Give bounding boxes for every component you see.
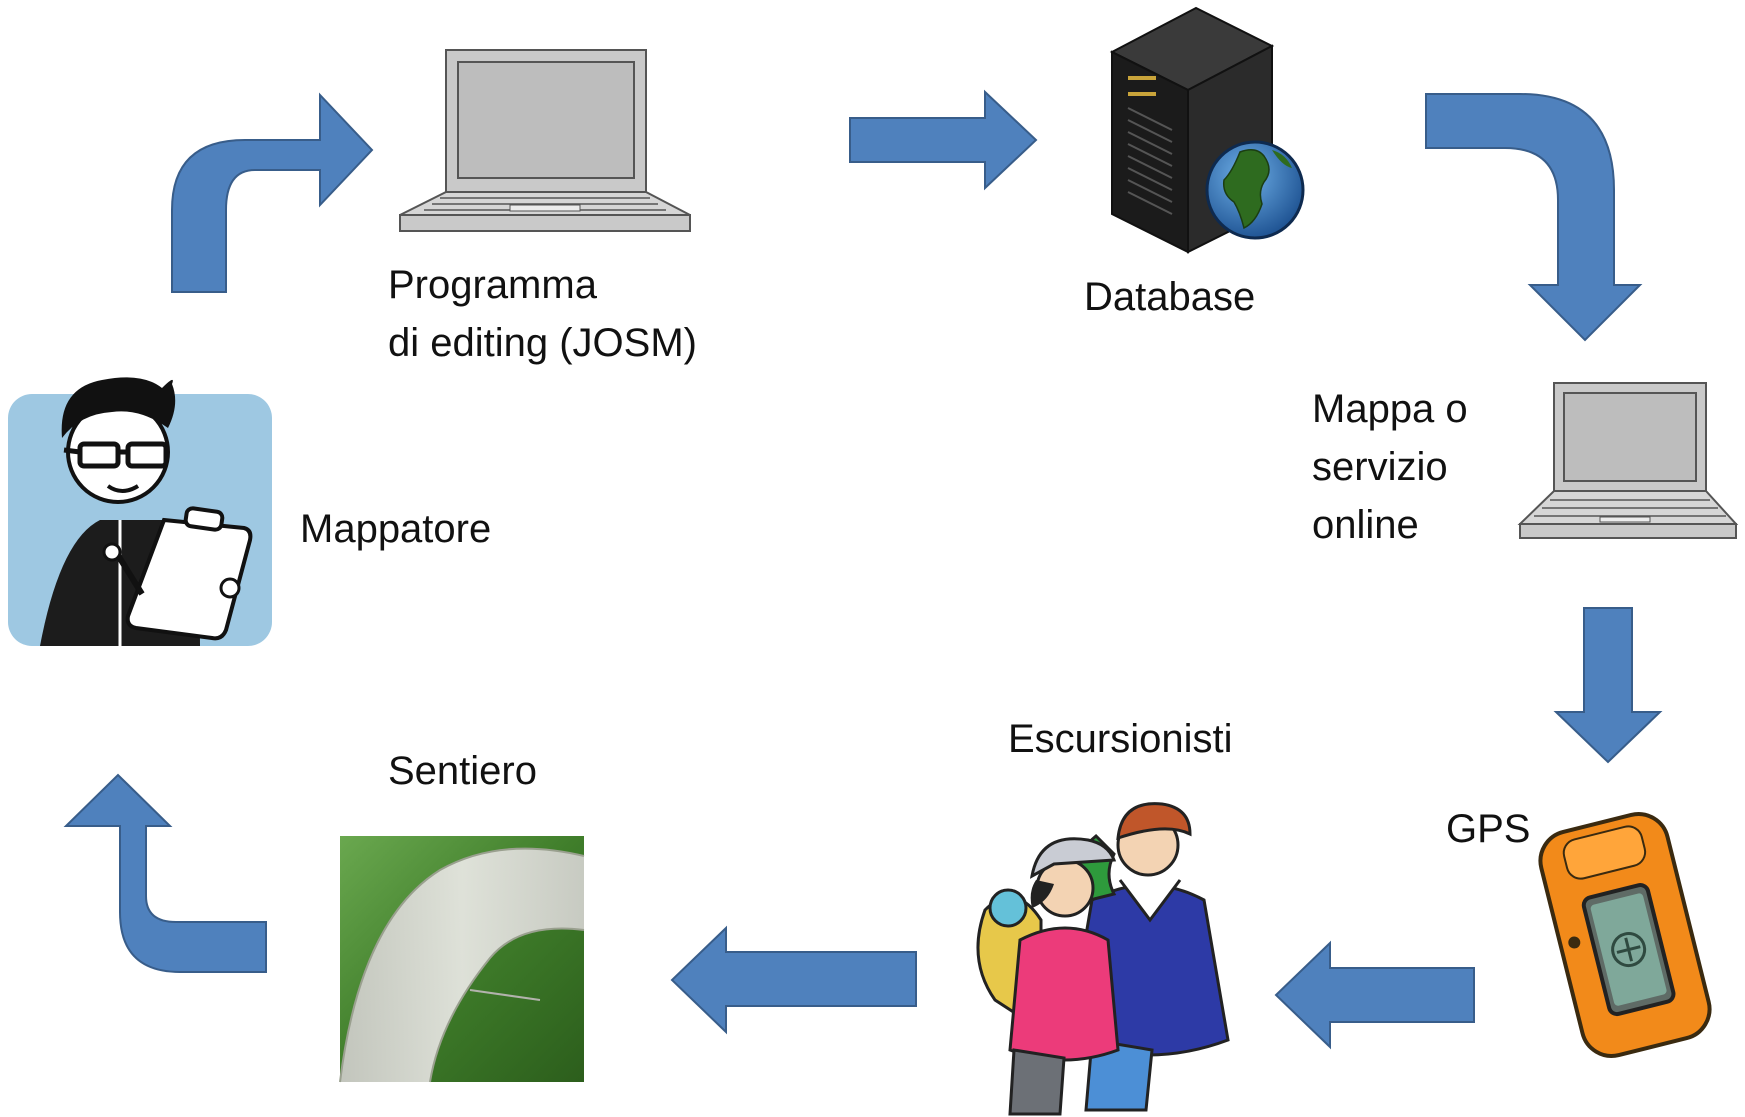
online-label: Mappa o servizio online <box>1312 380 1468 554</box>
editor-label: Programma di editing (JOSM) <box>388 256 697 372</box>
mapper-label-text: Mappatore <box>300 507 492 551</box>
arrow-online-to-gps <box>1553 607 1663 764</box>
online-label-line-2: servizio <box>1312 445 1448 489</box>
editor-label-line-2: di editing (JOSM) <box>388 321 697 365</box>
gps-label-text: GPS <box>1446 807 1531 851</box>
online-label-line-1: Mappa o <box>1312 387 1468 431</box>
server-globe-icon <box>1109 6 1305 254</box>
database-label: Database <box>1084 268 1255 326</box>
hikers-label: Escursionisti <box>1008 710 1233 768</box>
mapper-clipboard-icon <box>8 377 272 646</box>
arrow-hikers-to-trail <box>670 925 917 1035</box>
editor-label-line-1: Programma <box>388 263 597 307</box>
arrow-gps-to-hikers <box>1274 940 1475 1050</box>
online-label-line-3: online <box>1312 503 1419 547</box>
gps-device-icon <box>1538 812 1712 1058</box>
arrow-mapper-to-editor <box>171 92 374 293</box>
mapper-label: Mappatore <box>300 500 491 558</box>
hikers-label-text: Escursionisti <box>1008 717 1233 761</box>
gps-label: GPS <box>1446 800 1530 858</box>
hikers-icon <box>976 802 1230 1116</box>
editor-laptop-icon <box>399 49 691 232</box>
trail-label-text: Sentiero <box>388 749 537 793</box>
flow-arrows <box>63 89 1663 1050</box>
trail-photo <box>339 836 585 1083</box>
arrow-editor-to-database <box>849 89 1038 191</box>
database-label-text: Database <box>1084 275 1256 319</box>
arrow-trail-to-mapper <box>63 773 267 973</box>
online-laptop-icon <box>1517 382 1739 539</box>
trail-label: Sentiero <box>388 742 537 800</box>
arrow-database-to-online <box>1425 93 1643 342</box>
